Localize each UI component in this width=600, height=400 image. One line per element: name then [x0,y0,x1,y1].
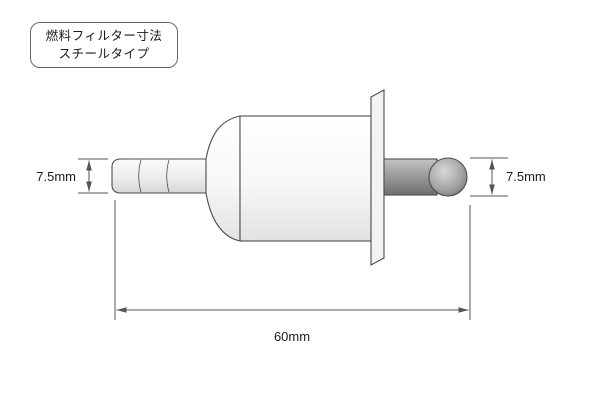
title-line-2: スチールタイプ [58,46,150,61]
barb-ridge-1 [138,159,142,193]
title-box: 燃料フィルター寸法 スチールタイプ [30,22,178,68]
mounting-flange [370,89,385,266]
dimension-annotations [78,157,508,320]
overall-length-label: 60mm [274,329,310,344]
outlet-diameter-label: 7.5mm [506,169,546,184]
outlet-tube [383,158,438,196]
inlet-diameter-label: 7.5mm [36,169,76,184]
filter-body [239,115,372,242]
barb-ridge-2 [166,159,170,193]
title-line-1: 燃料フィルター寸法 [45,28,163,43]
outlet-end-knob [428,157,468,197]
inlet-hose-barb [111,158,208,194]
filter-body-dome [205,115,241,242]
